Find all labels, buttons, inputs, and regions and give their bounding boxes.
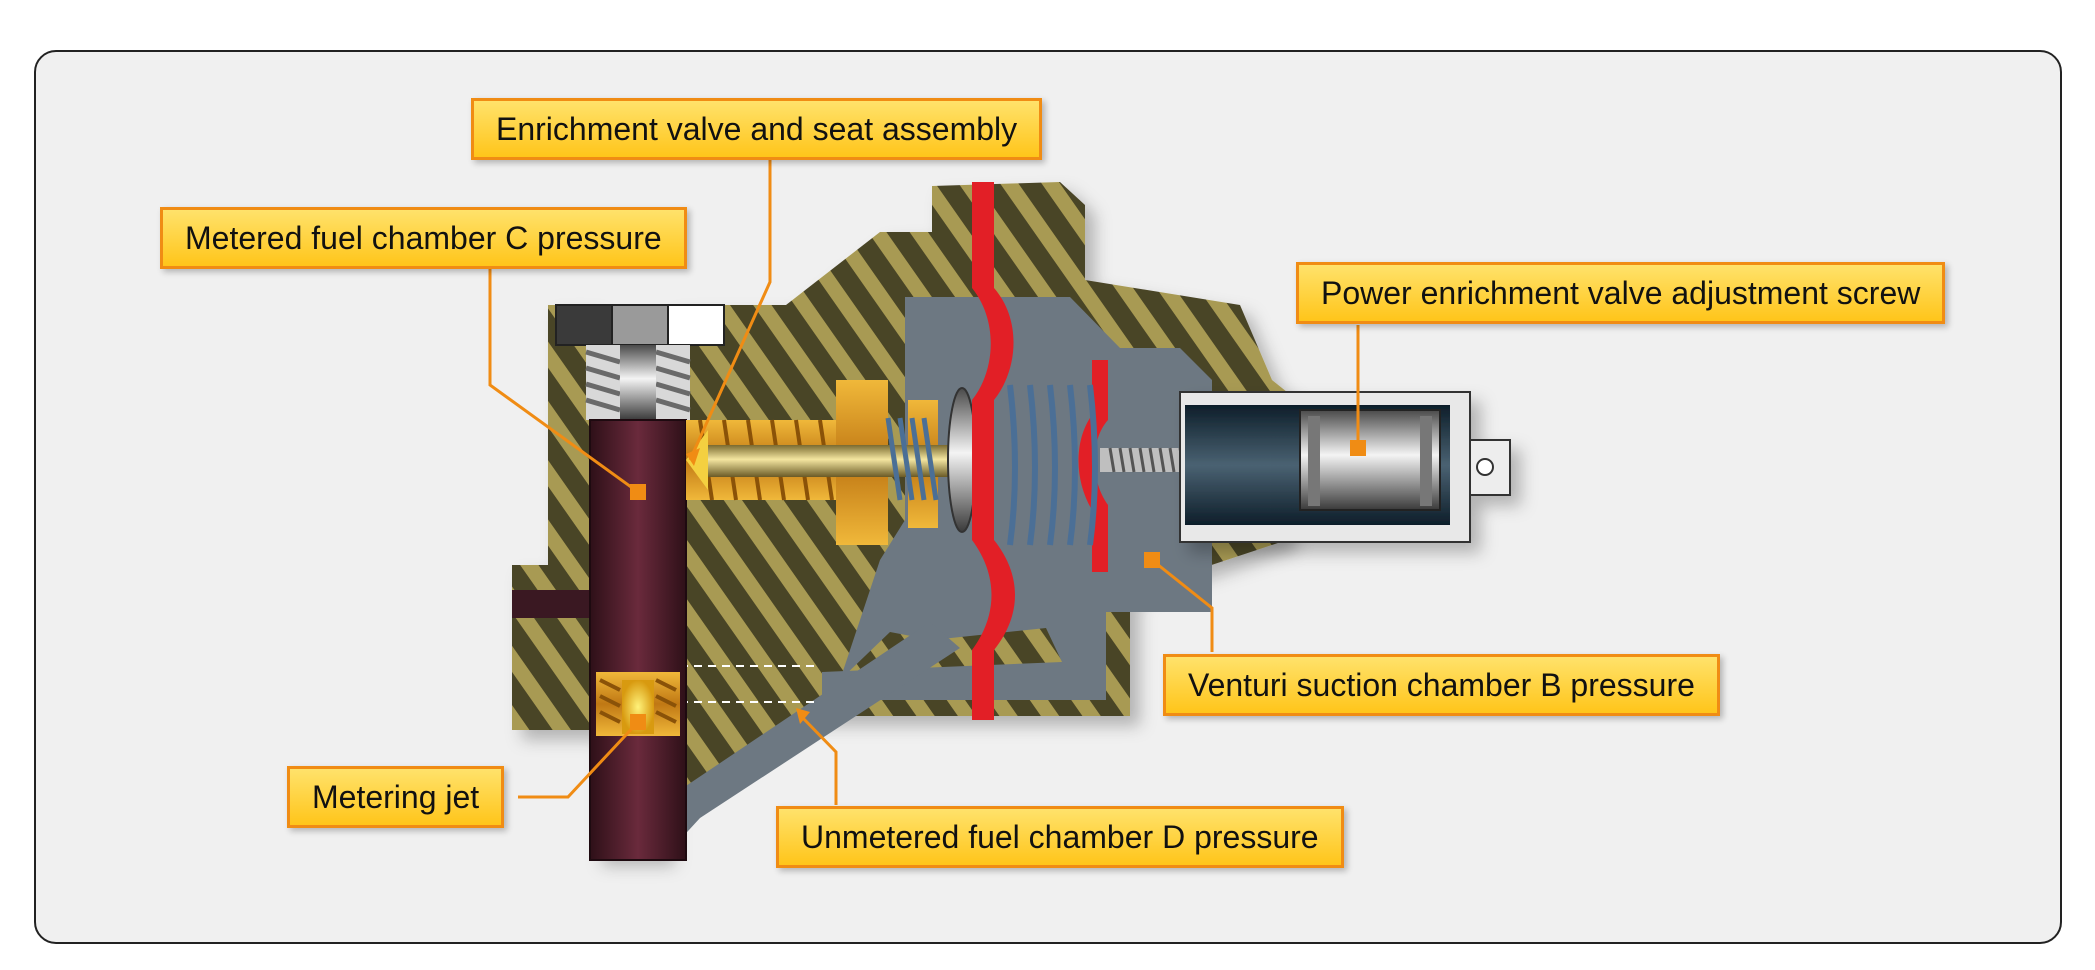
leader-unmetered-fuel bbox=[798, 713, 838, 805]
hex-cap bbox=[555, 304, 725, 346]
adjustment-screw-housing bbox=[1179, 391, 1511, 543]
diaphragm-plate bbox=[947, 387, 977, 533]
diaphragm-spring bbox=[1007, 384, 1098, 546]
callout-venturi-suction: Venturi suction chamber B pressure bbox=[1163, 654, 1720, 716]
callout-metered-fuel: Metered fuel chamber C pressure bbox=[160, 207, 687, 269]
callout-metering-jet: Metering jet bbox=[287, 766, 505, 828]
rod-spring bbox=[885, 417, 939, 501]
leader-enrichment-valve bbox=[688, 158, 772, 461]
inlet-pipe bbox=[512, 590, 592, 618]
threaded-plug bbox=[585, 345, 691, 420]
callout-unmetered-fuel: Unmetered fuel chamber D pressure bbox=[776, 806, 1344, 868]
marker-enrichment-valve bbox=[686, 448, 700, 466]
callout-enrichment-valve: Enrichment valve and seat assembly bbox=[471, 98, 1043, 160]
leader-metering-jet bbox=[518, 720, 640, 799]
marker-metering-jet bbox=[630, 714, 646, 730]
diaphragm bbox=[972, 182, 1015, 720]
metering-jet bbox=[596, 672, 680, 736]
valve-rod bbox=[708, 445, 948, 477]
marker-venturi-suction bbox=[1144, 552, 1160, 568]
leader-venturi-suction bbox=[1151, 558, 1214, 652]
callout-power-enrichment-screw: Power enrichment valve adjustment screw bbox=[1296, 262, 1946, 324]
marker-power-enrichment-screw bbox=[1350, 440, 1366, 456]
unmetered-fuel-passage bbox=[665, 622, 960, 856]
leader-lines bbox=[488, 158, 1360, 805]
marker-metered-fuel bbox=[630, 484, 646, 500]
marker-unmetered-fuel bbox=[796, 708, 810, 724]
leader-metered-fuel bbox=[488, 268, 639, 494]
